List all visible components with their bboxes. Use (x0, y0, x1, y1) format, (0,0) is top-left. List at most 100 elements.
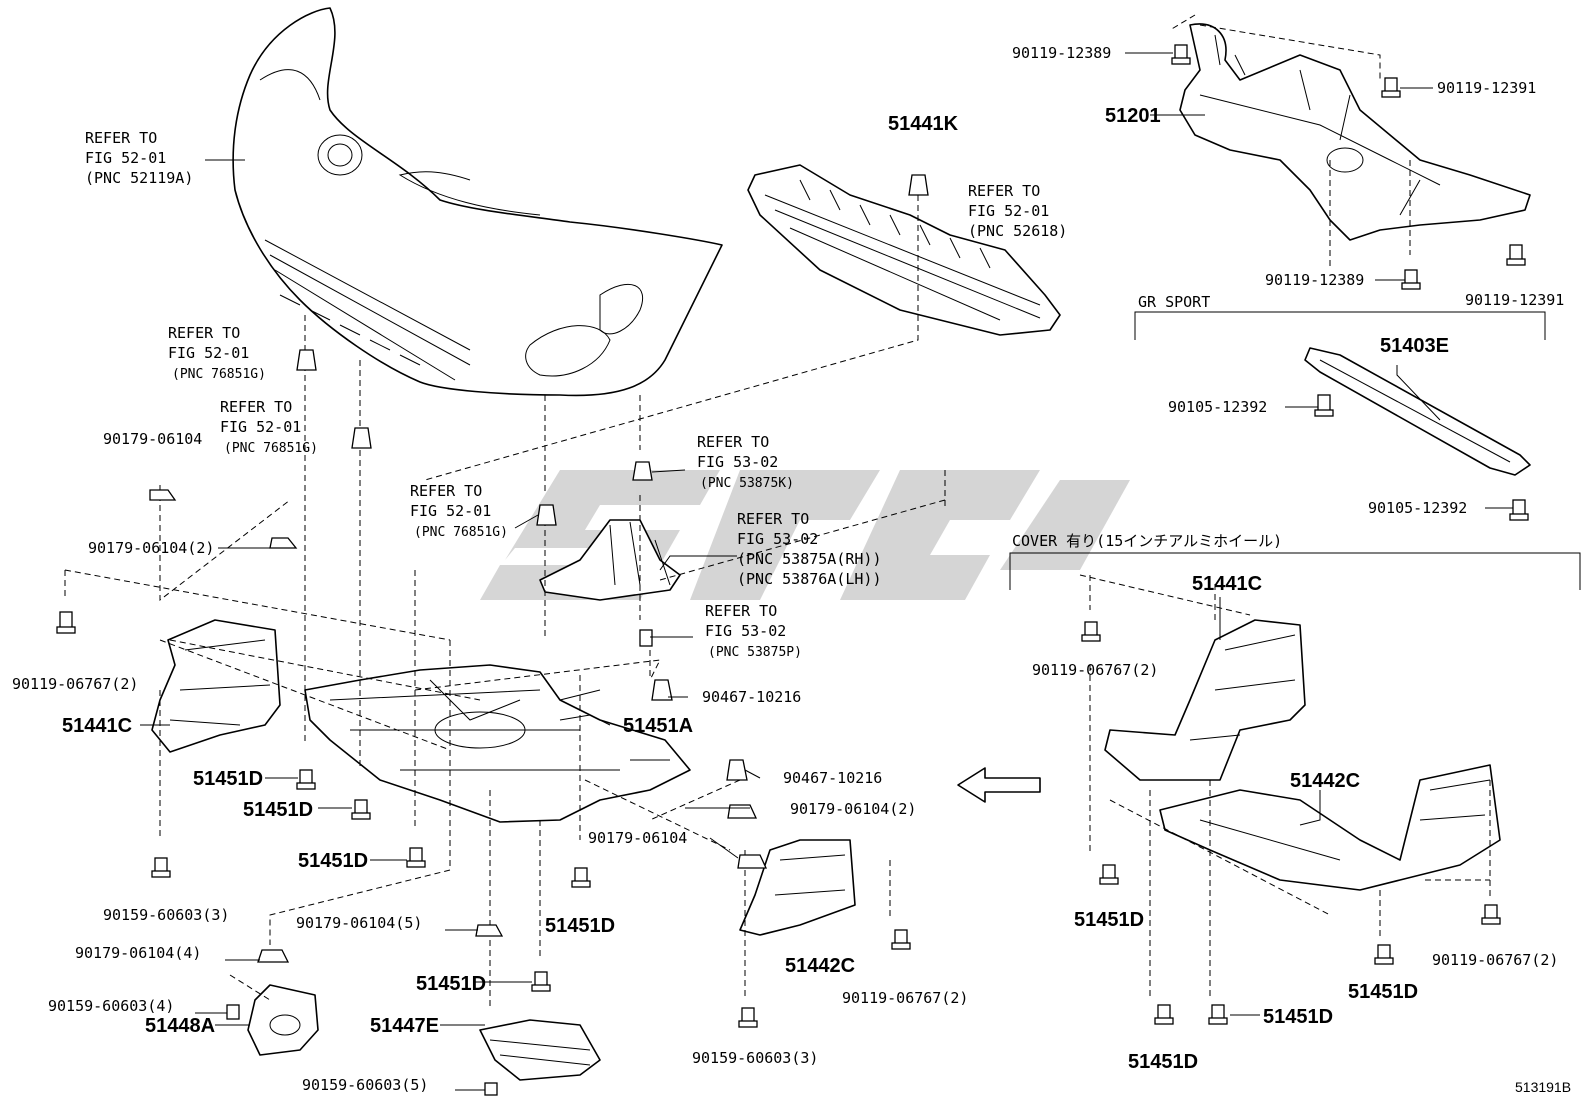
refer-absorber-line2: FIG 52-01 (968, 202, 1049, 220)
part-51451D-r1: 51451D (1074, 909, 1144, 931)
refer-clip-a-line2: FIG 52-01 (168, 344, 249, 362)
clip-icon (536, 504, 557, 526)
cover-51447E (479, 1019, 601, 1081)
refer-bumper-line2: FIG 52-01 (85, 149, 166, 167)
bolt-icon (351, 799, 371, 820)
part-51451D-1: 51451D (193, 768, 263, 790)
refer-clip-a-line3: (PNC 76851G) (172, 367, 266, 382)
cover-section: COVER 有り(15インチアルミホイール) (1009, 532, 1581, 590)
refer-absorber-line1: REFER TO (968, 182, 1040, 200)
nut-icon (149, 489, 177, 501)
gr-sport-section: GR SPORT (1134, 293, 1546, 340)
fastener-90119-12389-a: 90119-12389 (1012, 44, 1111, 62)
clip-icon (632, 461, 653, 481)
watermark-logo (480, 470, 1130, 600)
front-brace-51403E (1304, 347, 1531, 476)
bolt-icon (1154, 1004, 1174, 1025)
fastener-90159-60603-3b: 90159-60603(3) (692, 1049, 818, 1067)
part-51451D-5: 51451D (416, 973, 486, 995)
direction-arrow (957, 767, 1041, 803)
bolt-icon (1401, 269, 1421, 290)
refer-liner-line1: REFER TO (737, 510, 809, 528)
engine-under-cover-51451A (304, 664, 691, 823)
fastener-90179-06104-b: 90179-06104 (588, 829, 687, 847)
cover-section-label: COVER 有り(15インチアルミホイール) (1012, 532, 1282, 550)
bolt-icon (1208, 1004, 1228, 1025)
labels: REFER TO FIG 52-01 (PNC 52119A) REFER TO… (12, 44, 1571, 1095)
bolt-icon (571, 867, 591, 888)
fender-liner (539, 519, 681, 601)
part-51451D-r2: 51451D (1348, 981, 1418, 1003)
bolt-icon (891, 929, 911, 950)
part-51447E: 51447E (370, 1015, 439, 1037)
fastener-90467-10216-a: 90467-10216 (702, 688, 801, 706)
bolt-icon (1171, 44, 1191, 65)
refer-liner-clip-line3: (PNC 53875K) (700, 476, 794, 491)
part-51403E: 51403E (1380, 335, 1449, 357)
part-51451D-4: 51451D (545, 915, 615, 937)
bolt-icon (1374, 944, 1394, 965)
nut-icon (475, 924, 504, 937)
refer-liner-line3: (PNC 53875A(RH)) (737, 550, 882, 568)
part-51451D-3: 51451D (298, 850, 368, 872)
refer-liner-clip-line2: FIG 53-02 (697, 453, 778, 471)
clip-icon (351, 427, 372, 449)
clip-icon (726, 759, 748, 781)
screw-icon (639, 629, 653, 647)
refer-liner-screw-line2: FIG 53-02 (705, 622, 786, 640)
nut-icon (269, 537, 298, 549)
fastener-90159-60603-4: 90159-60603(4) (48, 997, 174, 1015)
refer-clip-b-line1: REFER TO (220, 398, 292, 416)
refer-clip-a-line1: REFER TO (168, 324, 240, 342)
bolt-icon (484, 1082, 498, 1096)
fastener-90159-60603-5: 90159-60603(5) (302, 1076, 428, 1094)
fastener-90179-06104-2a: 90179-06104(2) (88, 539, 214, 557)
fastener-90179-06104-2b: 90179-06104(2) (790, 800, 916, 818)
diagram-id-code: 513191B (1515, 1079, 1571, 1095)
bolt-icon (406, 847, 426, 868)
bolt-icon (1509, 499, 1529, 521)
bolt-icon (1314, 394, 1334, 417)
assembly-lines (64, 14, 1491, 1010)
bolt-icon (151, 857, 171, 878)
fasteners (56, 44, 1529, 1096)
refer-bumper-line1: REFER TO (85, 129, 157, 147)
bolt-icon (531, 971, 551, 992)
bolt-icon (1081, 621, 1101, 642)
bolt-icon (738, 1007, 758, 1028)
bolt-icon (1381, 77, 1401, 98)
part-51441C-right: 51441C (1192, 573, 1262, 595)
refer-liner-screw-line3: (PNC 53875P) (708, 645, 802, 660)
clip-icon (908, 174, 929, 196)
nut-icon (257, 949, 290, 963)
fastener-90119-12391-a: 90119-12391 (1437, 79, 1536, 97)
leader-lines (140, 52, 1513, 1091)
gr-sport-label: GR SPORT (1138, 293, 1210, 311)
left-side-cover-51441C (151, 619, 281, 753)
bolt-icon (226, 1004, 240, 1020)
refer-clip-b-line2: FIG 52-01 (220, 418, 301, 436)
front-bumper-cover (232, 7, 723, 397)
part-51441C-left: 51441C (62, 715, 132, 737)
part-51201: 51201 (1105, 105, 1161, 127)
refer-liner-clip-line1: REFER TO (697, 433, 769, 451)
part-51448A: 51448A (145, 1015, 215, 1037)
bumper-absorber (747, 164, 1061, 336)
refer-clip-c-line2: FIG 52-01 (410, 502, 491, 520)
suspension-member (1179, 23, 1531, 241)
fastener-90179-06104-a: 90179-06104 (103, 430, 202, 448)
refer-clip-c-line3: (PNC 76851G) (414, 525, 508, 540)
fastener-90467-10216-b: 90467-10216 (783, 769, 882, 787)
part-51451A: 51451A (623, 715, 693, 737)
bolt-icon (1099, 864, 1119, 885)
fastener-90119-12389-b: 90119-12389 (1265, 271, 1364, 289)
fastener-90179-06104-5: 90179-06104(5) (296, 914, 422, 932)
bolt-icon (296, 769, 316, 790)
fastener-90119-06767-2d: 90119-06767(2) (1432, 951, 1558, 969)
refer-liner-line4: (PNC 53876A(LH)) (737, 570, 882, 588)
part-51442C-right: 51442C (1290, 770, 1360, 792)
bolt-icon (1506, 244, 1526, 266)
part-51451D-r3: 51451D (1263, 1006, 1333, 1028)
